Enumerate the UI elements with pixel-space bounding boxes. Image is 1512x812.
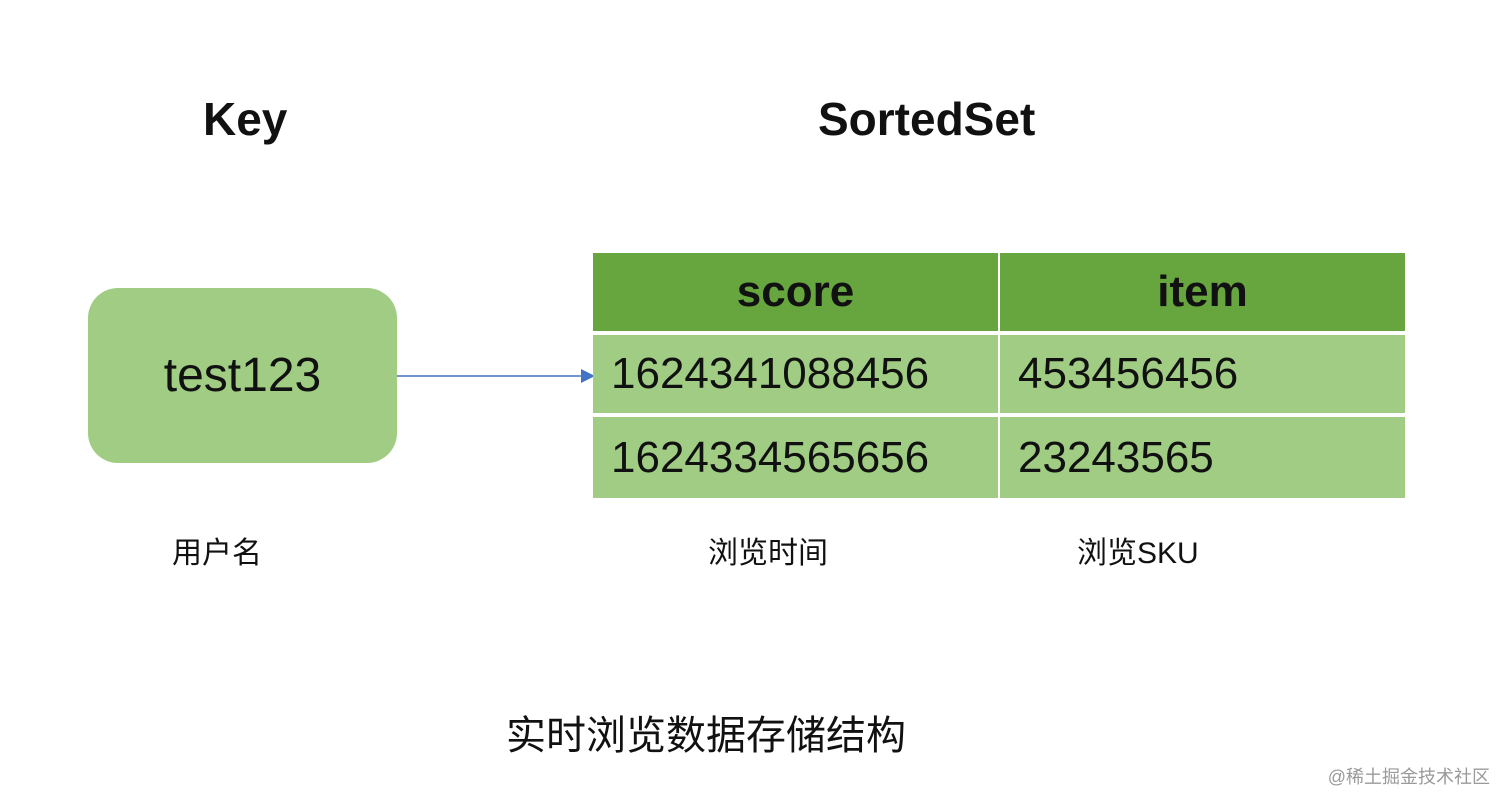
table-cell-item: 23243565	[1000, 417, 1405, 498]
sorted-set-table: score item 1624341088456 453456456 16243…	[593, 253, 1405, 498]
table-cell-score: 1624334565656	[593, 417, 998, 498]
key-value: test123	[163, 349, 322, 402]
diagram-title-text: 实时浏览数据存储结构	[506, 714, 906, 758]
table-cell-score: 1624341088456	[593, 335, 998, 413]
caption-browse-time: 浏览时间	[708, 537, 828, 570]
sorted-set-heading: SortedSet	[818, 93, 1036, 145]
key-box: test123	[88, 288, 397, 463]
column-header-score: score	[593, 253, 998, 331]
caption-browse-sku: 浏览SKU	[1077, 537, 1199, 570]
arrow-head	[581, 369, 595, 383]
table-cell-item: 453456456	[1000, 335, 1405, 413]
diagram-title: 实时浏览数据存储结构	[0, 716, 1412, 756]
column-header-item: item	[1000, 253, 1405, 331]
caption-username: 用户名	[172, 537, 262, 570]
arrow-connector	[397, 369, 595, 383]
key-heading: Key	[203, 93, 288, 145]
watermark: @稀土掘金技术社区	[1327, 767, 1490, 787]
